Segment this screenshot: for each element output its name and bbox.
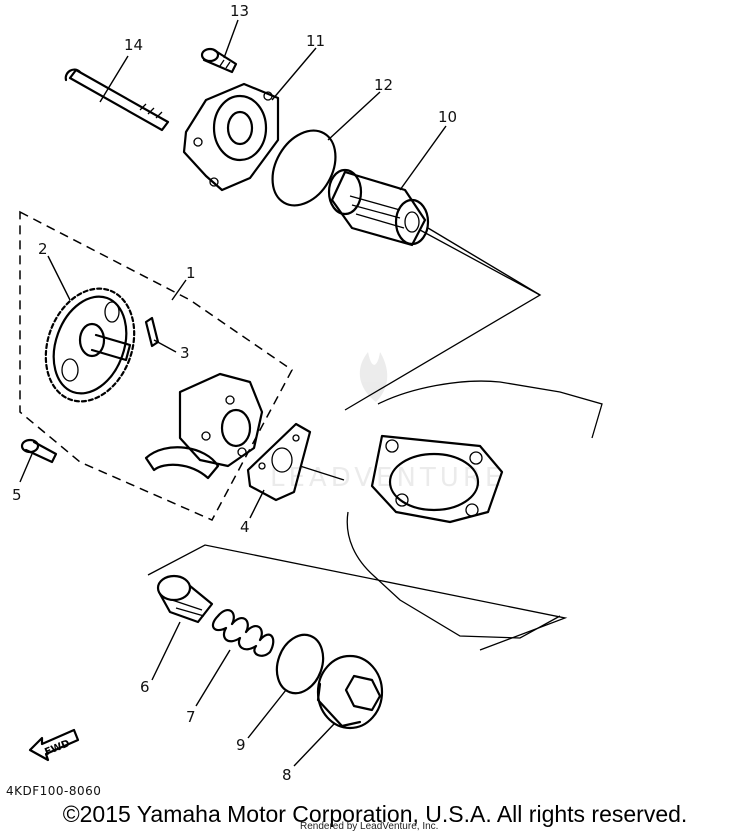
crankcase-outline bbox=[346, 380, 603, 639]
callout-13: 13 bbox=[230, 2, 249, 20]
diagram-code: 4KDF100-8060 bbox=[6, 784, 102, 798]
callout-6: 6 bbox=[140, 678, 150, 696]
callout-leaders bbox=[19, 19, 447, 767]
callout-7: 7 bbox=[186, 708, 196, 726]
callout-12: 12 bbox=[374, 76, 393, 94]
part-6-oil-strainer bbox=[156, 574, 214, 624]
callout-14: 14 bbox=[124, 36, 143, 54]
callout-9: 9 bbox=[236, 736, 246, 754]
part-11-filter-cover bbox=[182, 82, 280, 192]
callout-5: 5 bbox=[12, 486, 22, 504]
part-7-spring bbox=[211, 609, 275, 657]
rendered-by-credit: Rendered by LeadVenture, Inc. bbox=[300, 821, 439, 832]
part-8-drain-plug bbox=[316, 654, 384, 730]
callout-8: 8 bbox=[282, 766, 292, 784]
part-10-oil-filter bbox=[327, 168, 541, 296]
part-9-o-ring bbox=[275, 633, 325, 695]
gasket-to-case-leader bbox=[299, 465, 345, 481]
callout-11: 11 bbox=[306, 32, 325, 50]
part-2-pump-gear bbox=[44, 287, 136, 403]
part-12-o-ring bbox=[271, 129, 337, 207]
pump-assembly-dashed-outline bbox=[19, 210, 293, 521]
forward-arrow-icon: FWD bbox=[28, 728, 80, 762]
part-1-pump-body bbox=[144, 372, 264, 480]
callout-3: 3 bbox=[180, 344, 190, 362]
part-14-long-bolt bbox=[64, 68, 170, 132]
part-13-small-bolt bbox=[200, 47, 238, 74]
callout-1: 1 bbox=[186, 264, 196, 282]
copyright-notice: ©2015 Yamaha Motor Corporation, U.S.A. A… bbox=[62, 801, 688, 827]
callout-10: 10 bbox=[438, 108, 457, 126]
strainer-group-frame bbox=[147, 544, 568, 651]
part-4-gasket bbox=[246, 422, 312, 502]
callout-4: 4 bbox=[240, 518, 250, 536]
part-5-screw bbox=[20, 438, 58, 464]
watermark-logo: LEADVENTURE bbox=[270, 352, 501, 493]
callout-2: 2 bbox=[38, 240, 48, 258]
